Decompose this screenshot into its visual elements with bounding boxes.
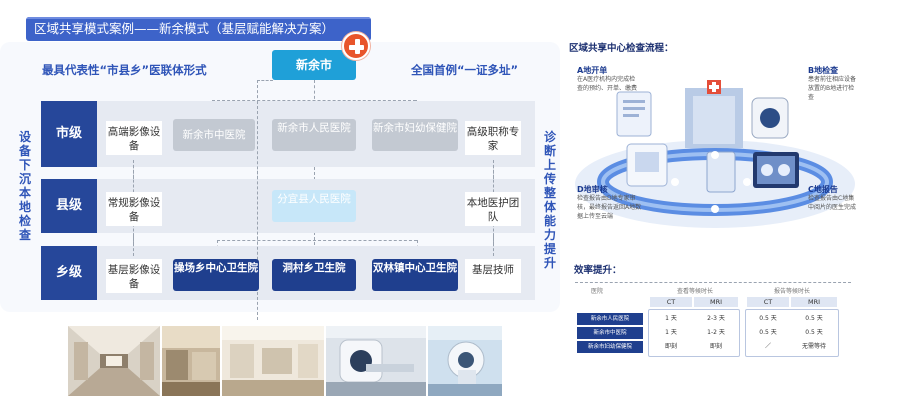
table-top-rule [575,282,851,283]
city-node-tcm: 新余市中医院 [173,119,255,151]
flow-title: 区域共享中心检查流程： [569,43,674,54]
county-node-fenyi: 分宜县人民医院 [272,190,356,222]
connector-line [314,222,315,260]
slide-title: 区域共享模式案例——新余模式（基层赋能解决方案） [26,17,371,41]
town-node-shuanglin: 双林镇中心卫生院 [372,259,458,291]
step-a-desc: 在A医疗机构内完成检查的预约、开单、缴费 [577,76,638,92]
connector-line [314,152,315,190]
connector-line [212,100,416,101]
step-d-title: D地审核 [577,185,608,194]
lobby-photo [222,326,324,396]
sub-header-mri-2: MRI [791,297,837,307]
sub-header-ct-1: CT [650,297,692,307]
left-tagline: 最具代表性“市县乡”医联体形式 [42,63,207,77]
right-box-city: 高级职称专家 [465,121,521,155]
hub-node: 新余市 [272,50,356,80]
medical-plus-icon [342,32,370,60]
table-cell: 0.5 天 [759,329,777,336]
step-a-title: A地开单 [577,66,608,75]
mri-room-photo [326,326,426,396]
sub-header-ct-2: CT [747,297,789,307]
town-node-caochang: 操场乡中心卫生院 [173,259,259,291]
photo-strip [68,326,502,396]
city-node-maternal: 新余市妇幼保健院 [372,119,458,151]
waiting-room-photo [162,326,220,396]
left-box-county: 常规影像设备 [106,192,162,226]
group-report-header: 报告等候时长 [773,288,810,295]
row-label: 新余市人民医院 [577,313,643,325]
ct-room-photo [428,326,502,396]
city-node-peoples: 新余市人民医院 [272,119,356,151]
table-cell: 0.5 天 [805,315,823,322]
level-county: 县级 [41,179,97,233]
right-side-text: 诊断上传 整体能力提升 [543,130,556,270]
step-b-title: B地检查 [808,66,839,75]
right-box-county: 本地医护团队 [465,192,521,226]
flow-diagram [575,80,855,228]
connector-line [257,101,258,300]
col-hospital-header: 医院 [590,288,603,295]
group-wait-header: 查看等候时长 [676,288,713,295]
sub-header-mri-1: MRI [694,297,738,307]
right-tagline: 全国首例“一证多址” [411,63,519,77]
town-node-dongcun: 洞村乡卫生院 [272,259,356,291]
row-label: 新余市中医院 [577,327,643,339]
corridor-photo [68,326,160,396]
connector-line [217,240,417,241]
report-values-box [745,309,839,357]
connector-line [257,80,273,81]
table-cell: 即刻 [664,343,677,350]
table-cell: 2-3 天 [707,315,725,322]
level-city: 市级 [41,101,97,167]
table-cell: 即刻 [709,343,722,350]
left-side-text: 设备下沉 本地检查 [18,130,31,242]
table-cell: 1 天 [665,315,677,322]
row-label: 新余市妇幼保健院 [577,341,643,353]
step-b-desc: 患者前往相应设备放置的B地进行检查 [808,76,857,101]
table-cell: 1-2 天 [707,329,725,336]
table-cell: 1 天 [665,329,677,336]
step-c-title: C地报告 [808,185,838,194]
wait-values-box [648,309,740,357]
level-town: 乡级 [41,246,97,300]
left-box-town: 基层影像设备 [106,259,162,293]
table-cell: 0.5 天 [805,329,823,336]
table-cell: 无需等待 [801,343,826,350]
step-c-desc: 检查报告由C地集中阅片的医生完成 [808,195,857,211]
efficiency-title: 效率提升： [574,265,622,276]
table-cell: 0.5 天 [759,315,777,322]
right-box-town: 基层技师 [465,259,521,293]
table-cell: ／ [764,343,771,350]
step-d-desc: 检查报告由D地专家审核，最终报告返回A地数据上传至云端 [577,195,642,220]
left-box-city: 高端影像设备 [106,121,162,155]
